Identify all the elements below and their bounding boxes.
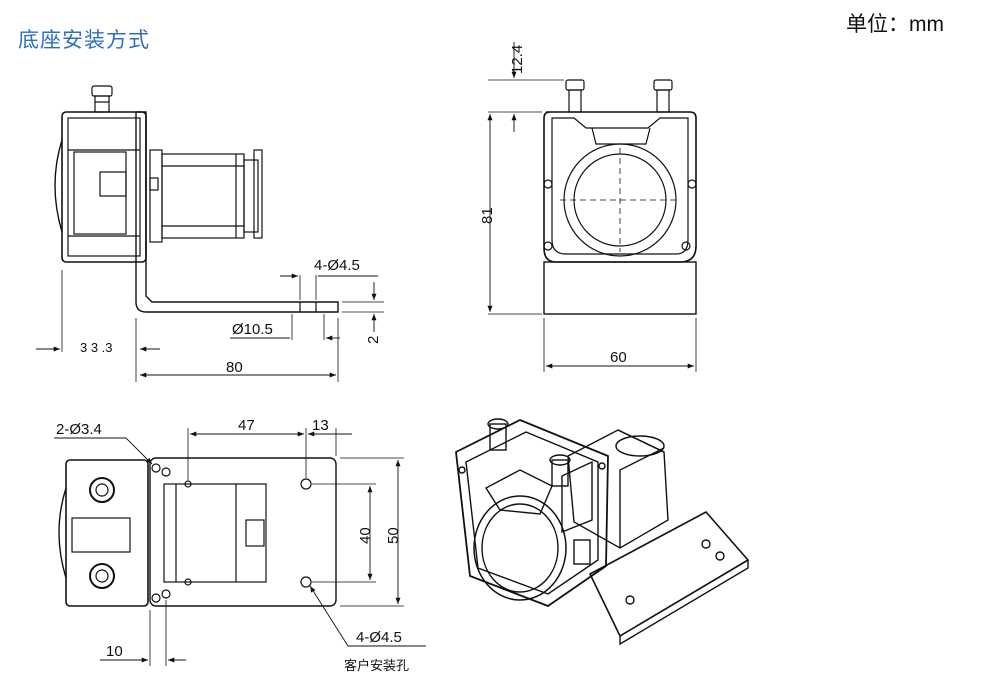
bottom-47-label: 47: [238, 417, 255, 434]
front-width-label: 60: [610, 349, 627, 366]
bottom-small-hole-label: 2-Ø3.4: [56, 421, 102, 438]
front-height-label: 81: [479, 207, 496, 224]
side-dia-label: Ø10.5: [232, 321, 273, 338]
bottom-hole-spec: 4-Ø4.5: [356, 629, 402, 646]
side-length-label: 80: [226, 359, 243, 376]
side-thickness-label: 2: [365, 336, 382, 344]
customer-holes-label: 客户安装孔: [344, 658, 409, 674]
front-view: [487, 42, 697, 372]
front-top-label: 12.4: [509, 45, 526, 74]
bottom-50-label: 50: [385, 527, 402, 544]
bottom-10-label: 10: [106, 643, 123, 660]
bottom-view: [54, 428, 426, 666]
unit-label: 单位：mm: [846, 13, 944, 36]
page-title: 底座安装方式: [18, 29, 150, 52]
isometric-view: [455, 418, 750, 646]
bottom-40-label: 40: [357, 527, 374, 544]
side-hole-spec: 4-Ø4.5: [314, 257, 360, 274]
side-view: [36, 85, 384, 382]
bottom-13-label: 13: [312, 417, 329, 434]
side-small-label: 3 3 .3: [80, 340, 113, 355]
